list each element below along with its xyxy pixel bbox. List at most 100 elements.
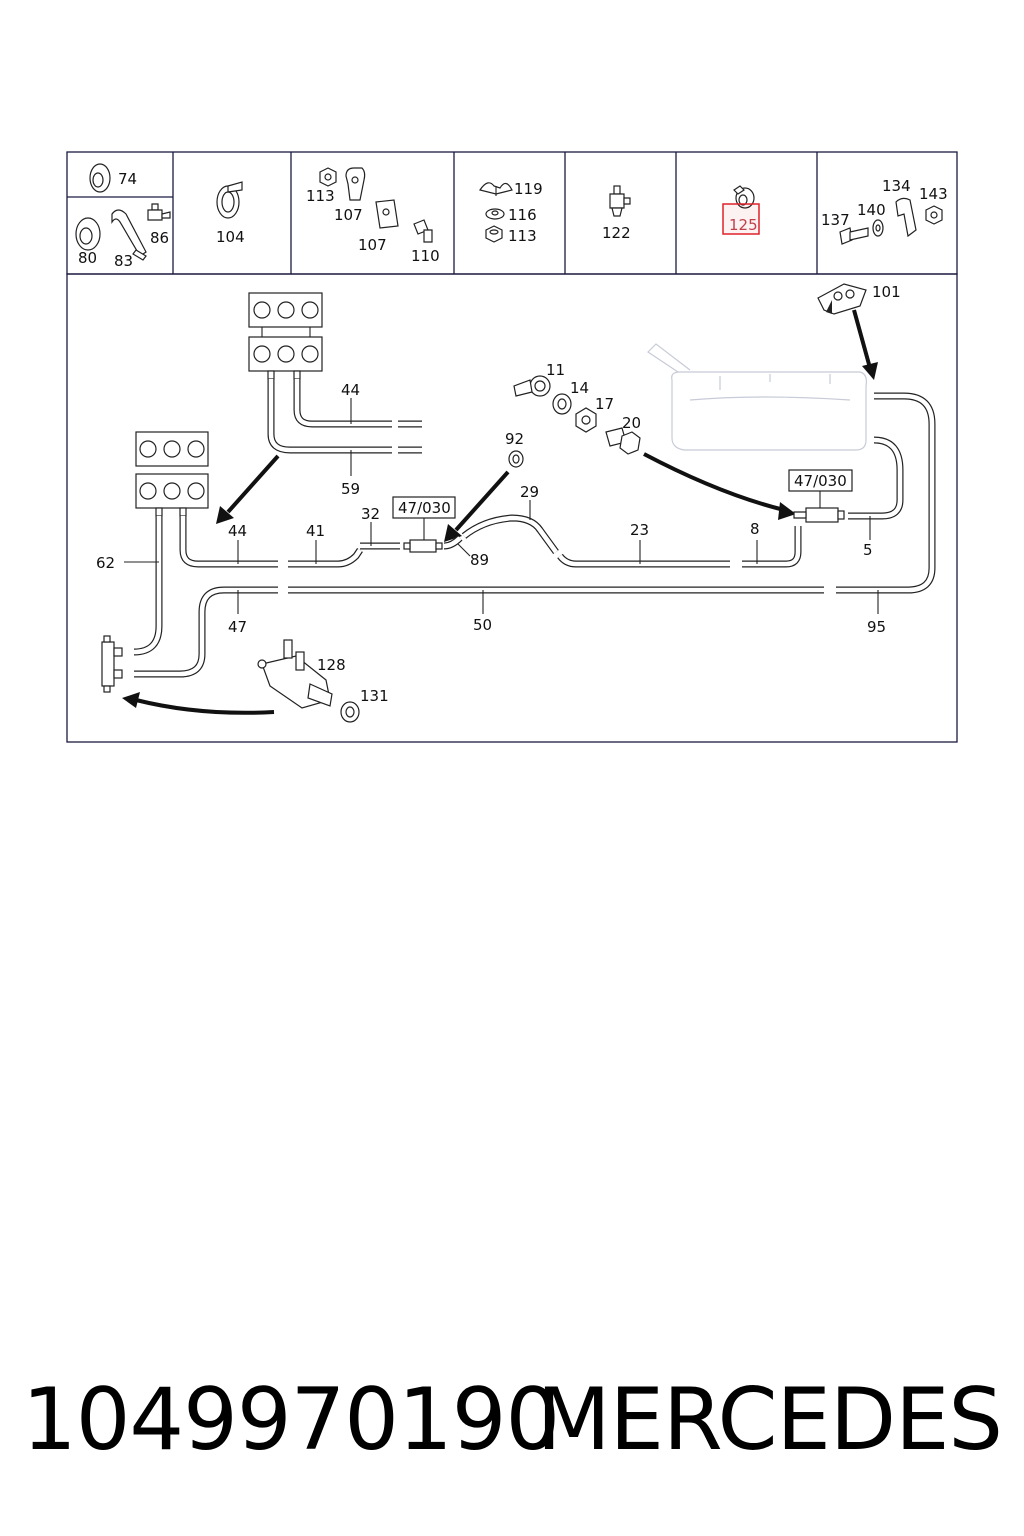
grommet-80-icon [75, 217, 101, 251]
hose-clamp-104-icon [216, 181, 243, 219]
callout-104: 104 [216, 228, 245, 246]
clip-107-lower-icon [375, 199, 399, 229]
cell-104: 104 [216, 181, 245, 246]
callout-41: 41 [306, 522, 325, 540]
pipe-47 [134, 586, 278, 678]
clip-107-upper-icon [345, 167, 366, 201]
callout-11: 11 [546, 361, 565, 379]
callout-83: 83 [114, 252, 133, 270]
callout-17: 17 [595, 395, 614, 413]
callout-137: 137 [821, 211, 850, 229]
pipe-62 [133, 516, 163, 656]
bolt-110-icon [413, 219, 433, 243]
callout-131: 131 [360, 687, 389, 705]
callout-8: 8 [750, 520, 760, 538]
arrow-20-to-connector [643, 452, 796, 520]
clamp-125-icon [733, 185, 755, 209]
callout-125: 125 [729, 216, 758, 234]
arrow-128-to-tee [122, 692, 275, 715]
callout-110: 110 [411, 247, 440, 265]
washer-14-icon [552, 393, 572, 415]
callout-5: 5 [863, 541, 873, 559]
callout-47: 47 [228, 618, 247, 636]
callout-113-a: 113 [306, 187, 335, 205]
callout-29: 29 [520, 483, 539, 501]
pipe-5 [848, 436, 904, 520]
callout-62: 62 [96, 554, 115, 572]
connector-47-030-right: 47/030 [788, 469, 853, 523]
cell-119-116-113: 119 116 113 [479, 180, 543, 245]
grommet-74-icon [89, 163, 111, 193]
distributor-block-lower [135, 431, 209, 517]
callout-44-lower: 44 [228, 522, 247, 540]
washer-92-icon [508, 450, 524, 468]
nut-113-b-icon [485, 225, 503, 243]
nut-143-icon [925, 205, 943, 225]
callout-122: 122 [602, 224, 631, 242]
pipe-59 [267, 379, 422, 454]
banjo-fitting-11-icon [513, 375, 551, 397]
callout-95: 95 [867, 618, 886, 636]
callout-119: 119 [514, 180, 543, 198]
bolt-137-icon [839, 227, 869, 245]
clip-86-icon [147, 203, 171, 221]
pipe-44-lower [179, 516, 278, 568]
highlight-box-125 [722, 203, 760, 235]
callout-107-a: 107 [334, 206, 363, 224]
callout-107-b: 107 [358, 236, 387, 254]
pipe-29 [461, 514, 559, 555]
ref-47-030-right: 47/030 [794, 472, 847, 490]
pipe-44-upper [293, 379, 422, 428]
main-diagram-frame [66, 273, 958, 743]
callout-86: 86 [150, 229, 169, 247]
arrow-101-to-tank [852, 309, 878, 380]
fitting-128-icon [257, 639, 333, 709]
callout-50: 50 [473, 616, 492, 634]
callout-140: 140 [857, 201, 886, 219]
callout-59: 59 [341, 480, 360, 498]
part-number: 1049970190 [22, 1370, 560, 1470]
footer: 1049970190 MERCEDES [0, 1360, 1024, 1480]
callout-128: 128 [317, 656, 346, 674]
connector-47-030-left: 47/030 [392, 496, 456, 553]
tee-connector-left [101, 635, 123, 693]
callout-74: 74 [118, 170, 137, 188]
callout-23: 23 [630, 521, 649, 539]
callout-116: 116 [508, 206, 537, 224]
pipe-41 [288, 548, 363, 568]
brand-name: MERCEDES [536, 1370, 1003, 1470]
callout-143: 143 [919, 185, 948, 203]
cell-74-80-83-86: 74 80 83 86 [75, 163, 171, 270]
callout-44-upper: 44 [341, 381, 360, 399]
ref-47-030-left: 47/030 [398, 499, 451, 517]
callout-80: 80 [78, 249, 97, 267]
cable-tie-83-icon [111, 209, 147, 261]
arrow-59-to-44 [216, 454, 280, 524]
clip-119-icon [479, 182, 513, 196]
valve-122-icon [609, 185, 631, 217]
bracket-134-icon [895, 197, 917, 238]
distributor-block-upper [248, 292, 323, 380]
ghost-fuel-tank [647, 343, 867, 451]
parts-diagram: 74 80 83 86 104 113 [66, 151, 958, 743]
washer-116-icon [485, 208, 505, 220]
callout-89: 89 [470, 551, 489, 569]
pipe-23 [557, 553, 730, 568]
washer-131-icon [340, 701, 360, 723]
callout-113-b: 113 [508, 227, 537, 245]
nut-17-icon [575, 407, 597, 433]
nut-113-icon [319, 167, 337, 187]
callout-14: 14 [570, 379, 589, 397]
callout-20: 20 [622, 414, 641, 432]
mount-101-icon [817, 283, 867, 315]
callout-134: 134 [882, 177, 911, 195]
pipe-89 [443, 535, 463, 550]
callout-32: 32 [361, 505, 380, 523]
cell-134-143-137-140: 134 143 137 140 [821, 177, 948, 245]
cell-122: 122 [602, 185, 631, 242]
banjo-bolt-20-icon [605, 427, 641, 455]
callout-92: 92 [505, 430, 524, 448]
pipe-8 [742, 526, 802, 568]
pipe-95 [836, 392, 936, 594]
callout-101: 101 [872, 283, 901, 301]
